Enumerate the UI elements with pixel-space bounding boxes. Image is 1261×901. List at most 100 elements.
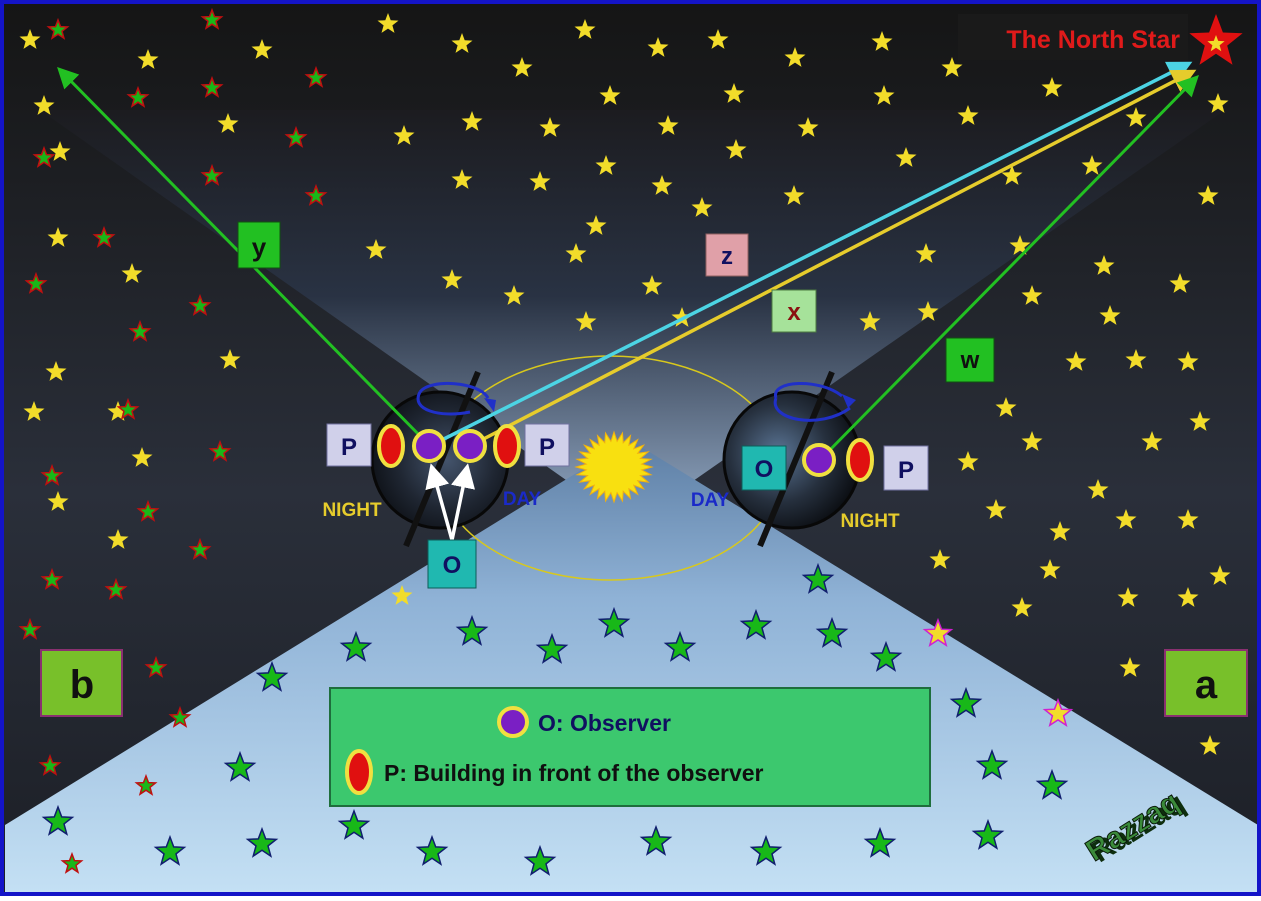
label-z: z — [721, 243, 733, 270]
line-z — [429, 61, 1193, 448]
star-green-1 — [200, 7, 224, 30]
star-yellow-39 — [365, 239, 387, 259]
star-yellow-11 — [1041, 77, 1063, 97]
star-yellow-22 — [1125, 107, 1147, 127]
star-green-23 — [38, 753, 62, 776]
star-yellow-71 — [1177, 587, 1199, 607]
star-navy-21 — [749, 834, 783, 866]
label-night-left: NIGHT — [322, 500, 382, 521]
star-yellow-34 — [33, 95, 55, 115]
star-yellow-80 — [107, 529, 129, 549]
label-y: y — [252, 232, 267, 262]
label-box-p-left — [326, 423, 372, 467]
star-green-25 — [60, 851, 84, 874]
star-yellow-12 — [217, 113, 239, 133]
star-green-20 — [18, 617, 42, 640]
legend-building-icon — [345, 749, 373, 795]
star-yellow-40 — [441, 269, 463, 289]
star-green-7 — [304, 183, 328, 206]
label-w: w — [960, 347, 980, 374]
star-yellow-3 — [451, 33, 473, 53]
star-navy-2 — [455, 614, 489, 646]
label-day-right: DAY — [691, 490, 730, 511]
star-green-13 — [40, 463, 64, 486]
star-navy-6 — [739, 608, 773, 640]
legend-observer-icon — [497, 706, 529, 738]
star-yellow-46 — [575, 311, 597, 331]
star-green-16 — [136, 499, 160, 522]
building-right — [846, 438, 874, 482]
star-yellow-84 — [391, 585, 413, 605]
label-p-left: P — [341, 434, 357, 461]
label-box-z — [705, 233, 749, 277]
earth-right — [722, 370, 862, 548]
star-yellow-81 — [219, 349, 241, 369]
upper-cone — [40, 110, 1225, 525]
star-green-5 — [284, 125, 308, 148]
star-yellow-9 — [871, 31, 893, 51]
star-yellow-66 — [1115, 509, 1137, 529]
building-left-2 — [493, 424, 521, 468]
star-navy-18 — [415, 834, 449, 866]
star-green-12 — [188, 293, 212, 316]
star-yellow-83 — [107, 401, 129, 421]
star-yellow-28 — [725, 139, 747, 159]
star-green-6 — [200, 163, 224, 186]
star-magenta-0 — [922, 617, 954, 648]
sun-icon — [574, 430, 654, 504]
rotation-arrow-right-lower — [773, 397, 851, 422]
building-left-1 — [377, 424, 405, 468]
star-yellow-13 — [393, 125, 415, 145]
star-yellow-70 — [1039, 559, 1061, 579]
star-navy-22 — [863, 826, 897, 858]
star-green-18 — [40, 567, 64, 590]
star-yellow-17 — [657, 115, 679, 135]
star-yellow-8 — [784, 47, 806, 67]
star-yellow-25 — [529, 171, 551, 191]
star-yellow-57 — [1125, 349, 1147, 369]
label-box-w — [945, 337, 995, 383]
label-o-bottom: O — [443, 552, 462, 579]
star-yellow-53 — [1021, 285, 1043, 305]
rotation-arrowhead-right — [842, 394, 856, 408]
star-yellow-65 — [1177, 509, 1199, 529]
star-yellow-35 — [49, 141, 71, 161]
title-north-star: The North Star — [1006, 26, 1180, 54]
star-yellow-73 — [1011, 597, 1033, 617]
label-p-center: P — [539, 434, 555, 461]
star-yellow-41 — [503, 285, 525, 305]
label-box-p-center — [524, 423, 570, 467]
legend-box — [329, 687, 931, 807]
rotation-arrow-left-lower — [416, 391, 471, 416]
star-green-2 — [126, 85, 150, 108]
label-box-p-right — [883, 445, 929, 491]
star-yellow-14 — [461, 111, 483, 131]
star-yellow-4 — [511, 57, 533, 77]
star-green-4 — [200, 75, 224, 98]
label-box-o-right — [741, 445, 787, 491]
star-yellow-18 — [723, 83, 745, 103]
star-yellow-60 — [1021, 431, 1043, 451]
star-green-11 — [128, 319, 152, 342]
observer-left-1 — [412, 429, 446, 463]
legend-building-text: P: Building in front of the observer — [384, 760, 764, 786]
north-star-center — [1207, 35, 1225, 52]
rotation-arrow-right — [774, 382, 843, 399]
star-navy-17 — [337, 808, 371, 840]
label-o-right: O — [755, 456, 774, 483]
star-yellow-26 — [595, 155, 617, 175]
star-yellow-79 — [131, 447, 153, 467]
star-yellow-7 — [707, 29, 729, 49]
star-navy-1 — [339, 630, 373, 662]
star-yellow-21 — [957, 105, 979, 125]
star-yellow-52 — [1169, 273, 1191, 293]
star-yellow-45 — [641, 275, 663, 295]
star-yellow-64 — [1087, 479, 1109, 499]
star-yellow-51 — [1093, 255, 1115, 275]
star-navy-7 — [815, 616, 849, 648]
star-yellow-29 — [783, 185, 805, 205]
star-navy-23 — [971, 818, 1005, 850]
